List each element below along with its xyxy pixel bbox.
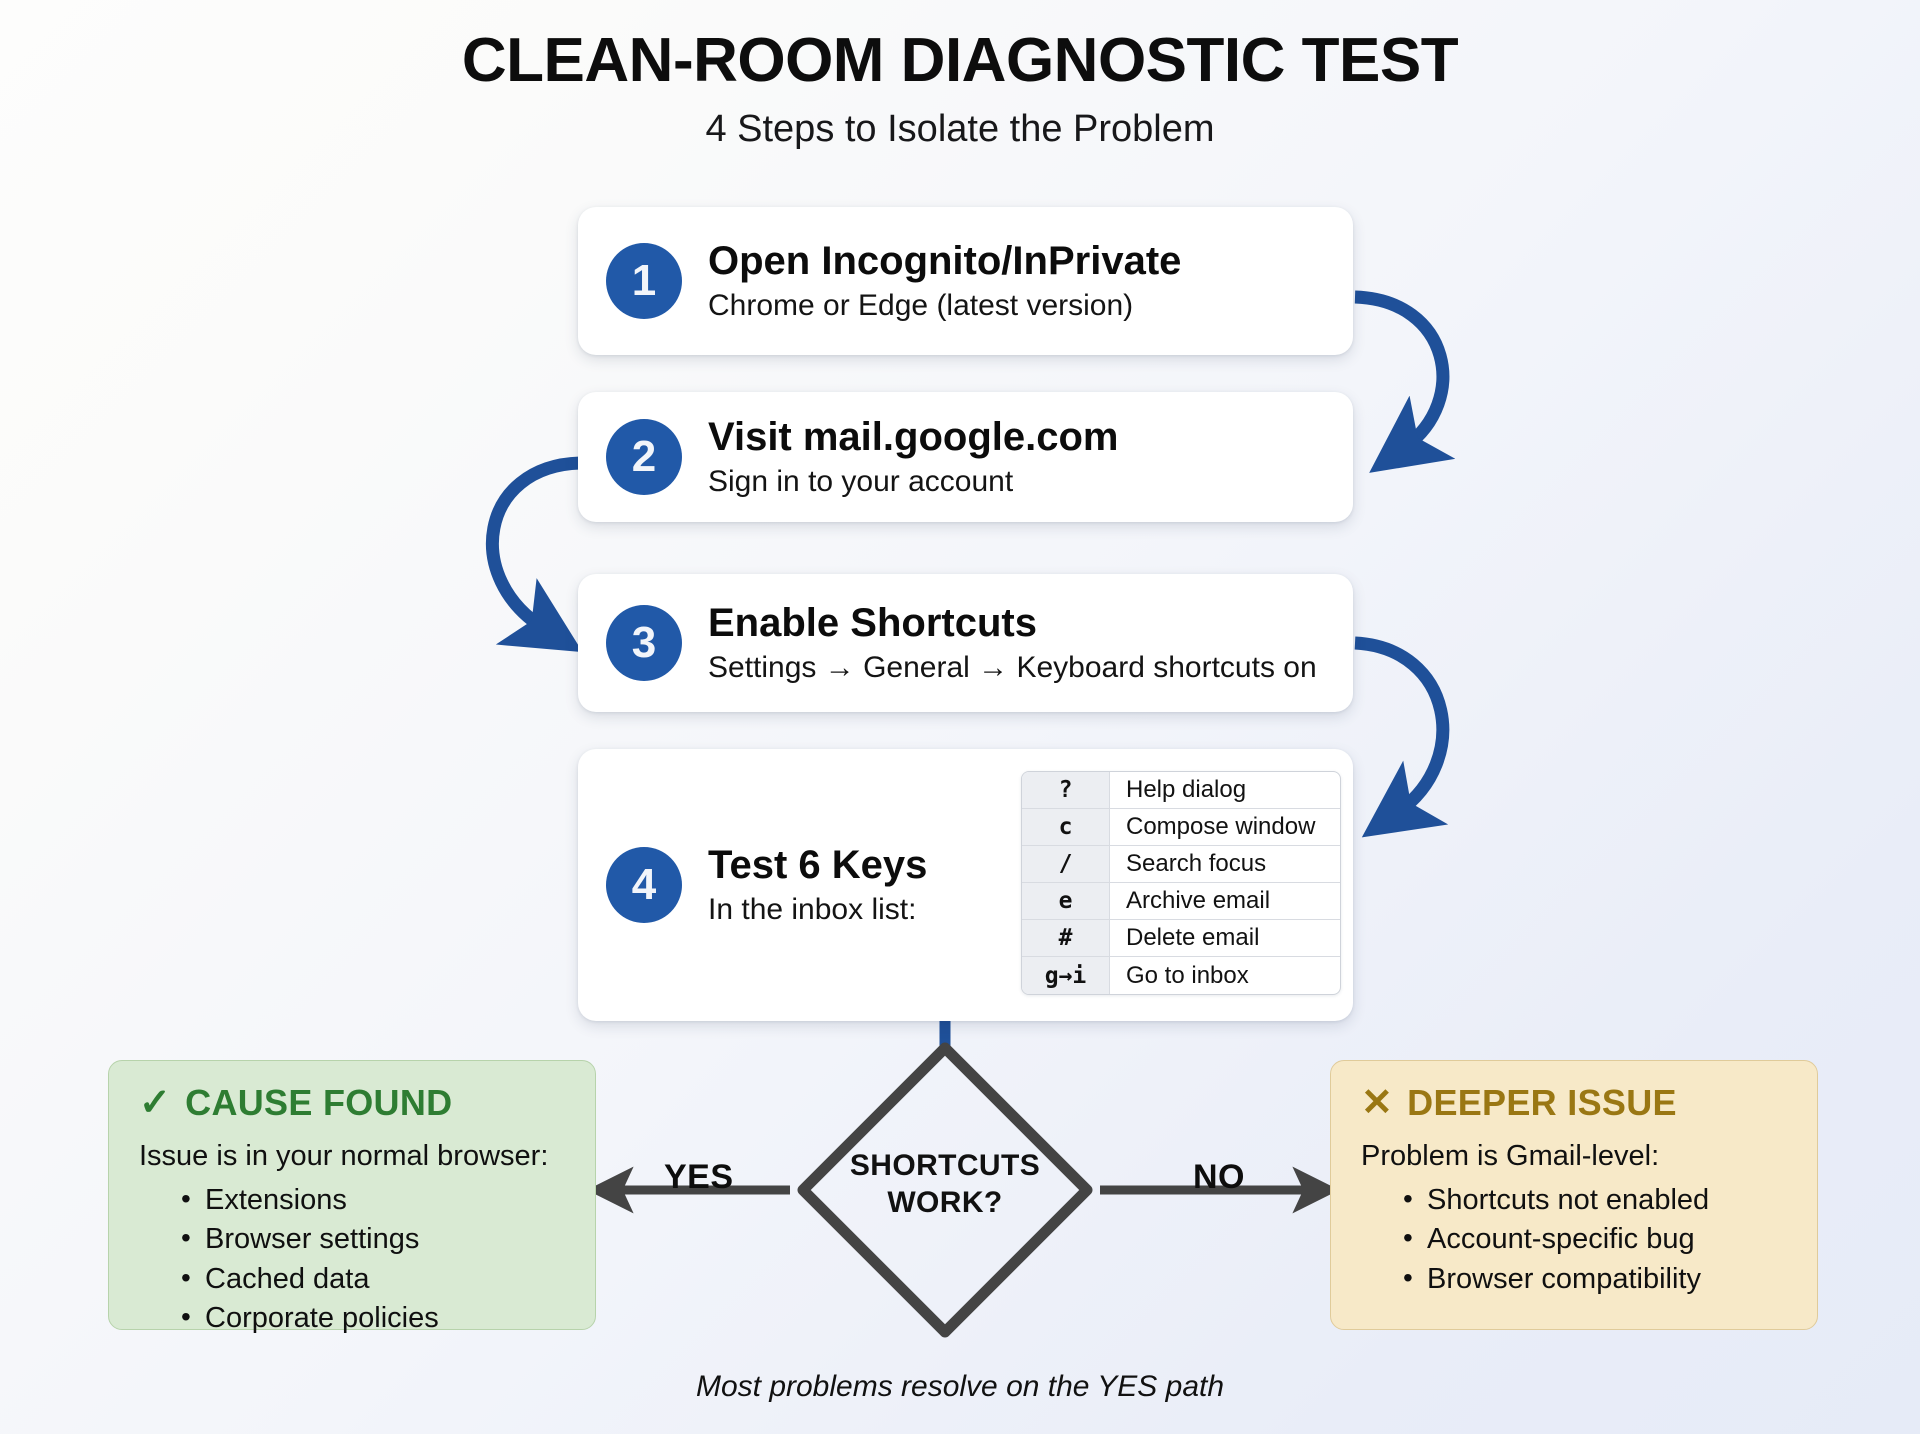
- outcome-heading-cause-found: ✓ CAUSE FOUND: [139, 1083, 565, 1123]
- step-number-badge-2: 2: [606, 419, 682, 495]
- branch-label-yes: YES: [664, 1158, 734, 1196]
- step-number-badge-4: 4: [606, 847, 682, 923]
- list-item: Extensions: [179, 1180, 565, 1220]
- decision-diamond: [797, 1042, 1093, 1338]
- table-row: ? Help dialog: [1022, 772, 1340, 809]
- step-subtitle-2: Sign in to your account: [708, 464, 1014, 498]
- header: CLEAN-ROOM DIAGNOSTIC TEST 4 Steps to Is…: [0, 26, 1920, 151]
- check-icon: ✓: [139, 1081, 172, 1124]
- shortcut-key: #: [1022, 920, 1110, 956]
- shortcut-description: Go to inbox: [1126, 961, 1249, 989]
- page-subtitle: 4 Steps to Isolate the Problem: [705, 107, 1215, 150]
- step-text-1: Open Incognito/InPrivate Chrome or Edge …: [708, 239, 1181, 323]
- step-title-2: Visit mail.google.com: [708, 414, 1119, 459]
- shortcut-description: Compose window: [1126, 813, 1316, 840]
- step-text-2: Visit mail.google.com Sign in to your ac…: [708, 415, 1118, 499]
- list-item: Browser compatibility: [1401, 1259, 1787, 1299]
- shortcut-description: Delete email: [1126, 924, 1260, 951]
- shortcut-description: Help dialog: [1126, 776, 1247, 803]
- outcome-lead-cause-found: Issue is in your normal browser:: [139, 1139, 549, 1172]
- step-card-1[interactable]: 1 Open Incognito/InPrivate Chrome or Edg…: [578, 207, 1353, 355]
- shortcut-key: /: [1022, 846, 1110, 882]
- list-item: Browser settings: [179, 1219, 565, 1259]
- list-item: Corporate policies: [179, 1298, 565, 1338]
- outcome-lead-deeper-issue: Problem is Gmail-level:: [1361, 1139, 1660, 1172]
- shortcut-description: Archive email: [1126, 887, 1271, 914]
- table-row: g→i Go to inbox: [1022, 957, 1340, 994]
- list-item: Cached data: [179, 1259, 565, 1299]
- table-row: / Search focus: [1022, 846, 1340, 883]
- diamond-shape: [797, 1042, 1093, 1338]
- step-title-1: Open Incognito/InPrivate: [708, 238, 1182, 283]
- outcome-list-cause-found: Extensions Browser settings Cached data …: [179, 1180, 565, 1339]
- table-row: e Archive email: [1022, 883, 1340, 920]
- shortcut-description: Search focus: [1126, 850, 1267, 877]
- step-title-3: Enable Shortcuts: [708, 600, 1037, 645]
- page-title: CLEAN-ROOM DIAGNOSTIC TEST: [461, 26, 1459, 95]
- decision-label-line1: SHORTCUTS: [849, 1149, 1041, 1182]
- outcome-heading-text: DEEPER ISSUE: [1407, 1082, 1677, 1123]
- shortcut-key: g→i: [1022, 957, 1110, 994]
- outcome-list-deeper-issue: Shortcuts not enabled Account-specific b…: [1401, 1180, 1787, 1299]
- step-subtitle-1: Chrome or Edge (latest version): [708, 288, 1134, 322]
- step-text-4: Test 6 Keys In the inbox list:: [708, 843, 927, 927]
- step-text-3: Enable Shortcuts Settings → General → Ke…: [708, 601, 1317, 685]
- outcome-box-cause-found: ✓ CAUSE FOUND Issue is in your normal br…: [108, 1060, 596, 1337]
- branch-label-no: NO: [1193, 1158, 1245, 1196]
- table-row: c Compose window: [1022, 809, 1340, 846]
- shortcut-key: ?: [1022, 772, 1110, 808]
- step-card-3[interactable]: 3 Enable Shortcuts Settings → General → …: [578, 574, 1353, 712]
- step-number-badge-1: 1: [606, 243, 682, 319]
- list-item: Account-specific bug: [1401, 1219, 1787, 1259]
- arrow-step1-to-step2: [1354, 290, 1456, 473]
- list-item: Shortcuts not enabled: [1401, 1180, 1787, 1220]
- decision-label: SHORTCUTS WORK?: [795, 1148, 1095, 1221]
- table-row: # Delete email: [1022, 920, 1340, 957]
- step-title-4: Test 6 Keys: [708, 842, 928, 887]
- outcome-heading-deeper-issue: ✕ DEEPER ISSUE: [1361, 1083, 1787, 1123]
- shortcut-key: e: [1022, 883, 1110, 919]
- step-subtitle-4: In the inbox list:: [708, 892, 917, 926]
- step-number-badge-3: 3: [606, 605, 682, 681]
- cross-icon: ✕: [1361, 1081, 1394, 1124]
- arrow-step3-to-step4: [1354, 636, 1450, 838]
- step-subtitle-3: Settings → General → Keyboard shortcuts …: [708, 650, 1317, 684]
- decision-label-line2: WORK?: [887, 1185, 1003, 1219]
- footer-note: Most problems resolve on the YES path: [695, 1370, 1225, 1403]
- outcome-box-deeper-issue: ✕ DEEPER ISSUE Problem is Gmail-level: S…: [1330, 1060, 1818, 1330]
- shortcut-key: c: [1022, 809, 1110, 845]
- keyboard-shortcut-table: ? Help dialog c Compose window / Search …: [1021, 771, 1341, 995]
- outcome-heading-text: CAUSE FOUND: [185, 1082, 453, 1123]
- step-card-2[interactable]: 2 Visit mail.google.com Sign in to your …: [578, 392, 1353, 522]
- arrow-step2-to-step3: [486, 456, 583, 653]
